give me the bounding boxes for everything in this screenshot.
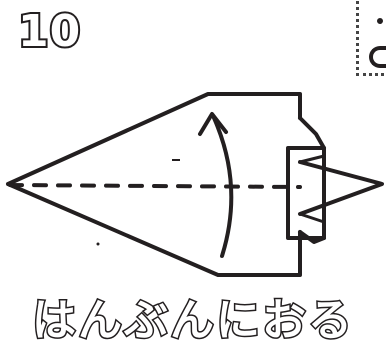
instruction-text: はんぶんにおる [31, 294, 354, 348]
step-number: 10 [16, 6, 82, 58]
paper-outline [6, 92, 302, 277]
corner-note-box [356, 0, 386, 76]
inner-crease-bottom [298, 212, 326, 224]
paper-flap-inner [298, 116, 326, 150]
paper-point [298, 160, 384, 216]
fold-arrow-icon [198, 112, 234, 258]
corner-note-stroke [369, 46, 386, 68]
inner-crease-top [298, 154, 326, 164]
valley-fold-line [8, 183, 302, 189]
corner-note-dot [377, 18, 383, 24]
stray-dot [96, 242, 100, 246]
paper-flap-lower [298, 230, 326, 244]
